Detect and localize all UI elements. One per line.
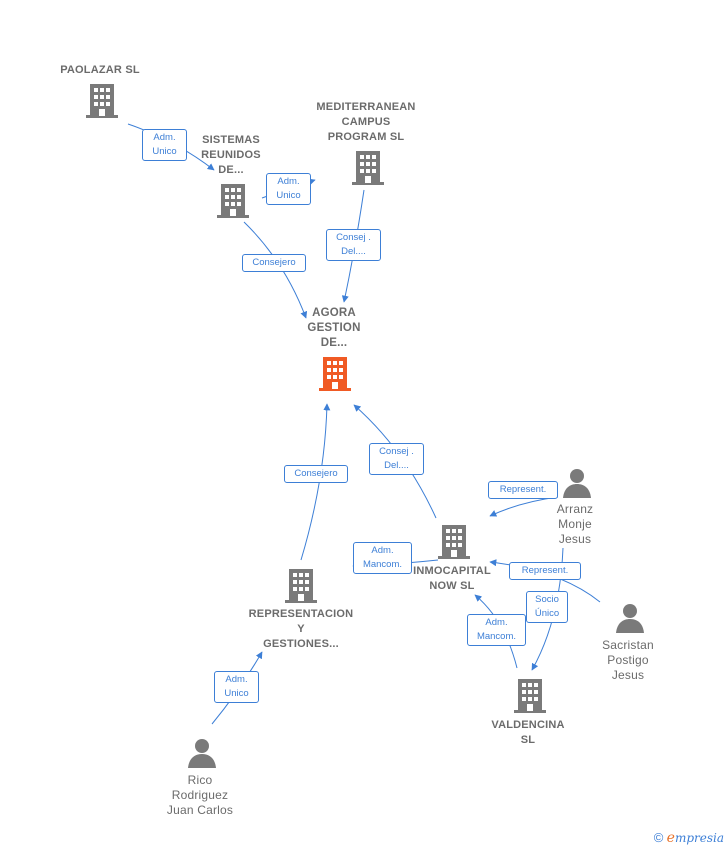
node-label-valdencina[interactable]: VALDENCINA SL [478,718,578,748]
node-label-line: Rico [187,773,213,787]
building-icon[interactable] [319,357,351,396]
person-icon[interactable] [187,738,217,773]
edge-label-inmocapital-agora: Consej . Del.... [369,443,424,475]
node-label-line: Rodriguez [171,788,229,802]
edge-label-representacion-agora: Consejero [284,465,348,483]
building-icon[interactable] [86,84,118,123]
edge-label-line: Consejero [294,468,338,479]
edge-label-arranz-valdencina: Socio Único [526,591,568,623]
edge-label-line: Adm. [225,674,248,685]
edge-label-valdencina-inmocapital: Adm. Mancom. [467,614,526,646]
person-icon[interactable] [615,603,645,638]
edge-label-line: Adm. [277,176,300,187]
node-label-line: Jesus [611,668,645,682]
node-label-line: DE... [320,337,348,349]
building-icon[interactable] [514,679,546,718]
node-label-representacion[interactable]: REPRESENTACION Y GESTIONES... [231,607,371,652]
edge-label-sistemas-agora: Consejero [242,254,306,272]
building-icon[interactable] [217,184,249,223]
edge-label-sistemas-mediterranean: Adm. Unico [266,173,311,205]
edge-label-line: Represent. [499,484,547,495]
node-label-line: SISTEMAS [202,134,260,146]
node-label-mediterranean[interactable]: MEDITERRANEAN CAMPUS PROGRAM SL [306,100,426,145]
edge-label-line: Consej . [379,446,414,457]
edge-label-line: Represent. [521,565,569,576]
node-label-line: REUNIDOS [201,149,261,161]
node-label-line: GESTION [307,322,361,334]
node-label-line: AGORA [312,307,356,319]
edge-label-line: Adm. [153,132,176,143]
edge-label-line: Socio [535,594,559,605]
node-label-sacristan[interactable]: Sacristan Postigo Jesus [583,638,673,683]
edge-label-inmocapital-representacion: Adm. Mancom. [353,542,412,574]
node-label-line: CAMPUS [341,116,391,128]
building-icon[interactable] [438,525,470,564]
node-label-line: PROGRAM SL [327,131,405,143]
edge-label-line: Del.... [384,460,409,471]
copyright-icon: © [653,830,664,845]
node-label-inmocapital[interactable]: INMOCAPITAL NOW SL [402,564,502,594]
node-label-line: VALDENCINA [491,719,565,731]
node-label-line: SL [520,734,536,746]
node-label-line: INMOCAPITAL [413,565,491,577]
edge-label-line: Unico [152,146,177,157]
node-label-rico[interactable]: Rico Rodriguez Juan Carlos [150,773,250,818]
node-label-line: Sacristan [602,638,654,652]
edge-label-rico-representacion: Adm. Unico [214,671,259,703]
edge-label-paolazar-sistemas: Adm. Unico [142,129,187,161]
node-label-line: Y [297,623,305,635]
node-label-paolazar[interactable]: PAOLAZAR SL [40,63,160,78]
node-label-agora[interactable]: AGORA GESTION DE... [284,306,384,351]
node-label-line: REPRESENTACION [248,608,354,620]
edge-label-line: Mancom. [362,559,403,570]
footer-brand[interactable]: © empresia [654,830,724,846]
node-label-line: MEDITERRANEAN [316,101,416,113]
edge-label-line: Consejero [252,257,296,268]
building-icon[interactable] [285,569,317,608]
edge-label-line: Unico [276,190,301,201]
edge-label-sacristan-inmocapital: Represent. [509,562,581,580]
node-label-line: NOW SL [429,580,475,592]
node-label-line: DE... [218,164,244,176]
node-label-line: Postigo [607,653,649,667]
edge-label-arranz-inmocapital: Represent. [488,481,558,499]
node-label-line: Monje [558,517,592,531]
edge-label-line: Mancom. [476,631,517,642]
edge-label-line: Del.... [341,246,366,257]
edge-label-line: Consej . [336,232,371,243]
node-label-line: Jesus [558,532,592,546]
edge-label-line: Adm. [371,545,394,556]
node-label-line: Arranz [556,502,594,516]
building-icon[interactable] [352,151,384,190]
node-label-line: Juan Carlos [166,803,234,817]
person-icon[interactable] [562,468,592,503]
node-label-line: PAOLAZAR SL [60,64,140,76]
brand-logo: empresia [666,830,724,846]
edge-label-mediterranean-agora: Consej . Del.... [326,229,381,261]
edge-label-line: Unico [224,688,249,699]
edge-label-line: Adm. [485,617,508,628]
node-label-sistemas[interactable]: SISTEMAS REUNIDOS DE... [181,133,281,178]
edge-label-line: Único [534,608,560,619]
node-label-line: GESTIONES... [263,638,339,650]
node-label-arranz[interactable]: Arranz Monje Jesus [535,502,615,547]
